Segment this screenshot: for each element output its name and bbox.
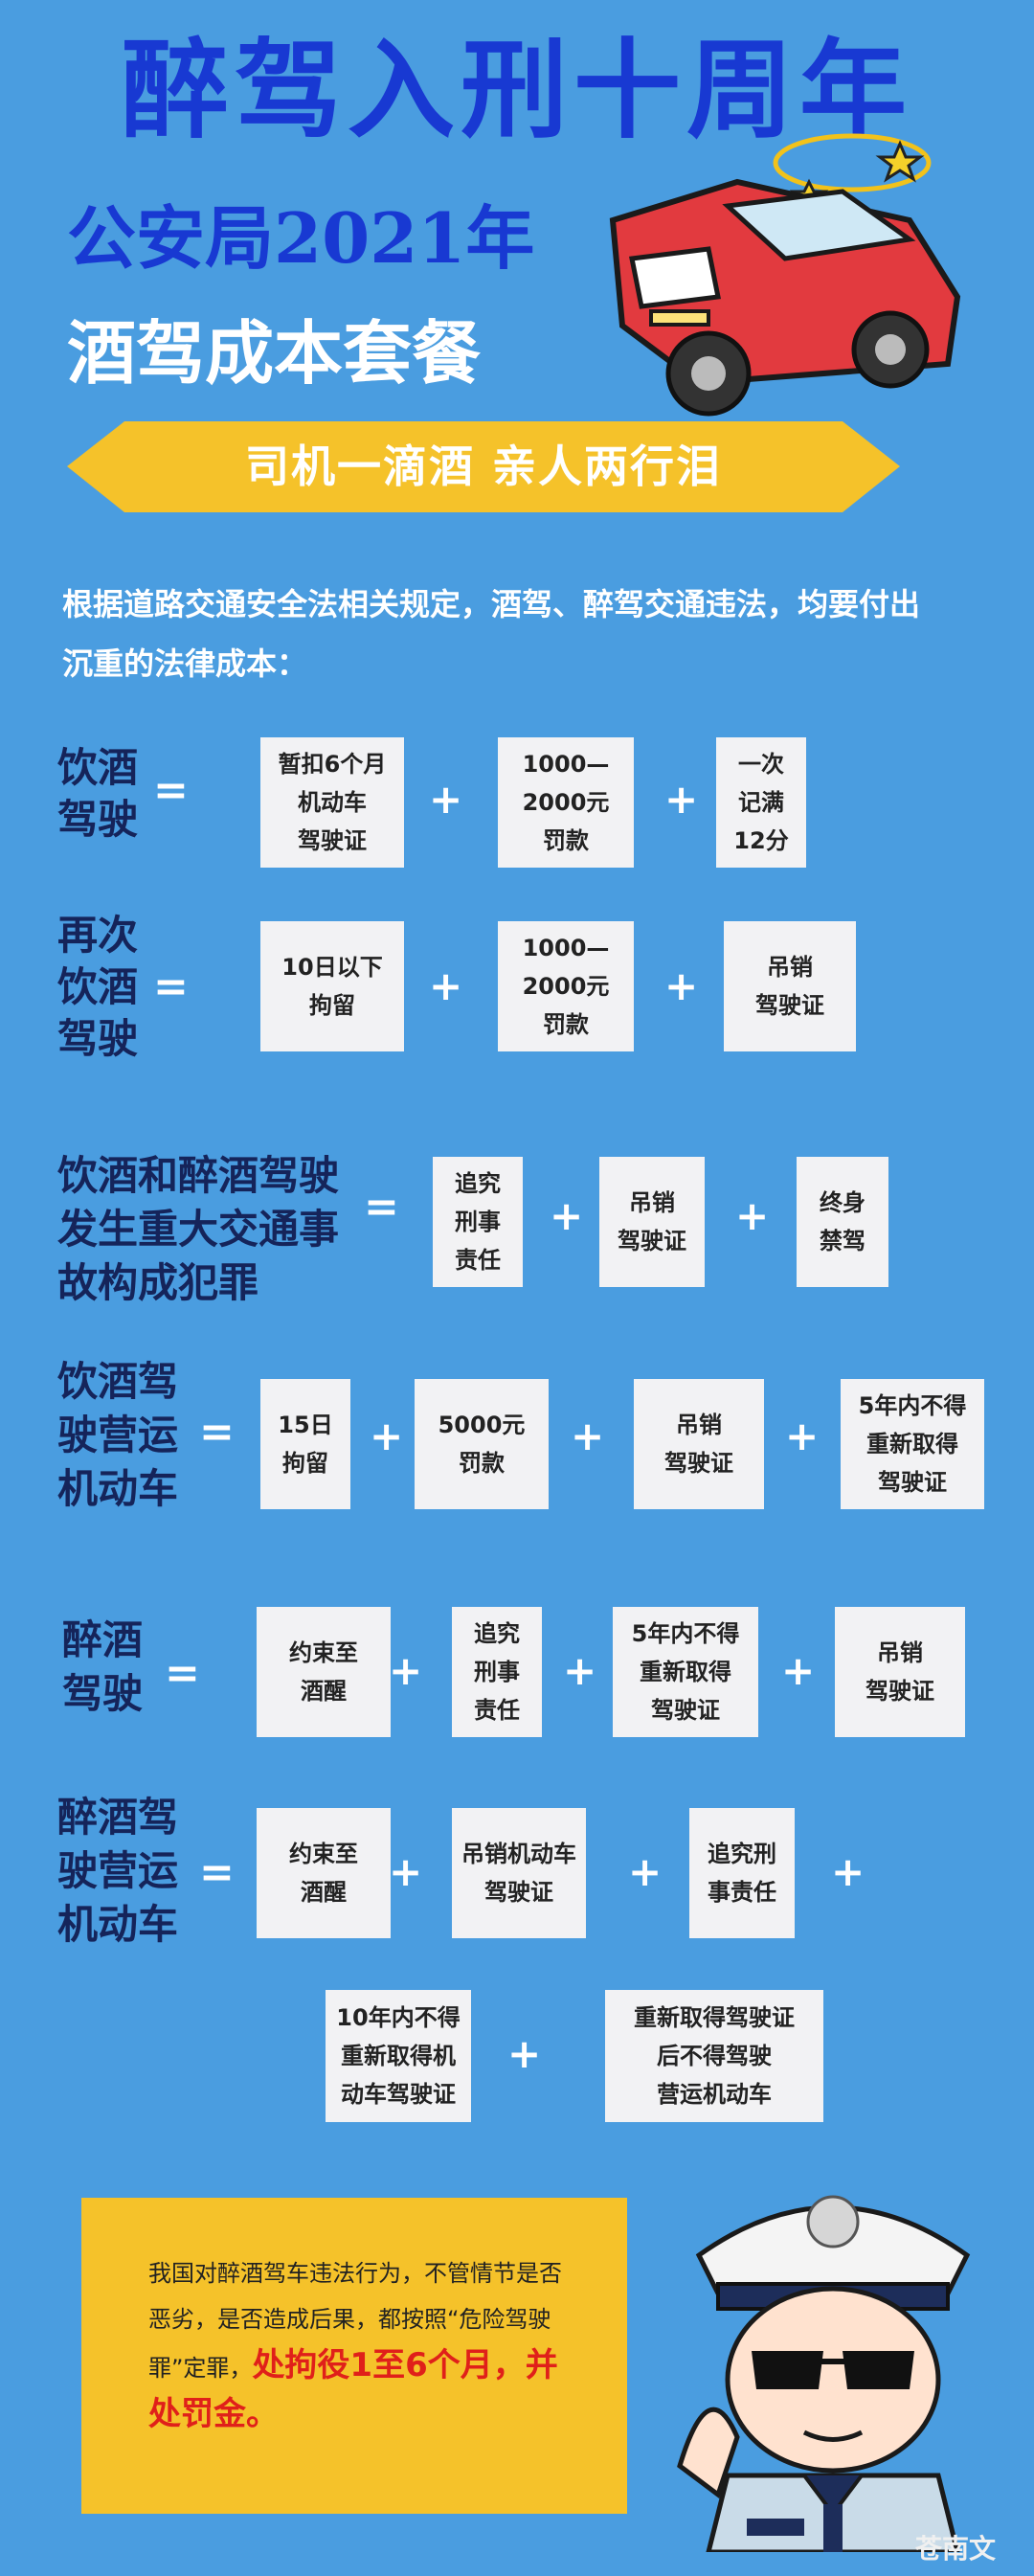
plus-sign: +: [664, 962, 699, 1009]
plus-sign: +: [563, 1647, 597, 1694]
plus-sign: +: [370, 1412, 404, 1459]
penalty-box: 追究 刑事 责任: [433, 1157, 523, 1287]
row-label-drinking-driving: 饮酒 驾驶: [57, 744, 139, 843]
penalty-box: 5年内不得 重新取得 驾驶证: [841, 1379, 984, 1509]
watermark-text: 苍南文: [914, 2533, 996, 2565]
equals-sign: =: [153, 962, 189, 1011]
notice-box: [81, 2198, 627, 2514]
plus-sign: +: [571, 1412, 605, 1459]
penalty-box: 5年内不得 重新取得 驾驶证: [613, 1607, 758, 1737]
subtitle-year: 公安局2021年: [67, 197, 535, 279]
plus-sign: +: [831, 1848, 865, 1895]
notice-text: 我国对醉酒驾车违法行为，不管情节是否恶劣，是否造成后果，都按照“危险驾驶罪”定罪…: [148, 2250, 579, 2440]
penalty-box: 约束至 酒醒: [257, 1607, 391, 1737]
subtitle-package: 酒驾成本套餐: [67, 312, 482, 394]
intro-text: 根据道路交通安全法相关规定，酒驾、醉驾交通违法，均要付出沉重的法律成本：: [62, 586, 921, 682]
equals-sign: =: [199, 1408, 235, 1457]
equals-sign: =: [364, 1183, 399, 1232]
row-label-drunk-driving: 醉酒 驾驶: [62, 1616, 144, 1717]
penalty-box: 吊销 驾驶证: [634, 1379, 764, 1509]
penalty-box: 吊销 驾驶证: [599, 1157, 705, 1287]
penalty-box: 约束至 酒醒: [257, 1808, 391, 1938]
plus-sign: +: [781, 1647, 816, 1694]
penalty-box: 重新取得驾驶证 后不得驾驶 营运机动车: [605, 1990, 823, 2122]
equals-sign: =: [153, 766, 189, 815]
penalty-box: 10日以下 拘留: [260, 921, 404, 1051]
plus-sign: +: [735, 1192, 770, 1239]
penalty-box: 追究 刑事 责任: [452, 1607, 542, 1737]
notice-body: 我国对醉酒驾车违法行为，不管情节是否恶劣，是否造成后果，都按照“危险驾驶罪”定罪…: [148, 2260, 562, 2382]
plus-sign: +: [664, 776, 699, 823]
plus-sign: +: [507, 2030, 542, 2077]
plus-sign: +: [389, 1647, 423, 1694]
penalty-box: 吊销机动车 驾驶证: [452, 1808, 586, 1938]
police-officer-icon: [677, 2195, 971, 2552]
penalty-box: 吊销 驾驶证: [724, 921, 856, 1051]
notice-highlight: 处拘役1至6个月，并处罚金。: [148, 2346, 558, 2433]
penalty-box: 暂扣6个月 机动车 驾驶证: [260, 737, 404, 868]
penalty-box: 15日 拘留: [260, 1379, 350, 1509]
penalty-box: 1000— 2000元 罚款: [498, 737, 634, 868]
plus-sign: +: [429, 962, 463, 1009]
slogan-text: 司机一滴酒 亲人两行泪: [244, 441, 722, 492]
row-label-serious-accident: 饮酒和醉酒驾驶 发生重大交通事 故构成犯罪: [57, 1152, 340, 1306]
row-label-drunk-commercial: 醉酒驾 驶营运 机动车: [57, 1794, 179, 1948]
row-label-repeat-drinking: 再次 饮酒 驾驶: [57, 912, 139, 1062]
equals-sign: =: [199, 1848, 235, 1897]
plus-sign: +: [628, 1848, 663, 1895]
penalty-box: 吊销 驾驶证: [835, 1607, 965, 1737]
slogan-banner: [67, 421, 900, 512]
penalty-box: 追究刑 事责任: [689, 1808, 795, 1938]
penalty-box: 终身 禁驾: [797, 1157, 888, 1287]
dizzy-car-icon: [609, 133, 961, 417]
plus-sign: +: [429, 776, 463, 823]
plus-sign: +: [550, 1192, 584, 1239]
penalty-box: 10年内不得 重新取得机 动车驾驶证: [326, 1990, 471, 2122]
page-title: 醉驾入刑十周年: [122, 28, 912, 153]
penalty-box: 5000元 罚款: [415, 1379, 549, 1509]
row-label-commercial-drinking: 饮酒驾 驶营运 机动车: [57, 1358, 179, 1512]
plus-sign: +: [389, 1848, 423, 1895]
penalty-box: 一次 记满 12分: [716, 737, 806, 868]
plus-sign: +: [785, 1412, 820, 1459]
penalty-box: 1000— 2000元 罚款: [498, 921, 634, 1051]
equals-sign: =: [165, 1649, 200, 1698]
